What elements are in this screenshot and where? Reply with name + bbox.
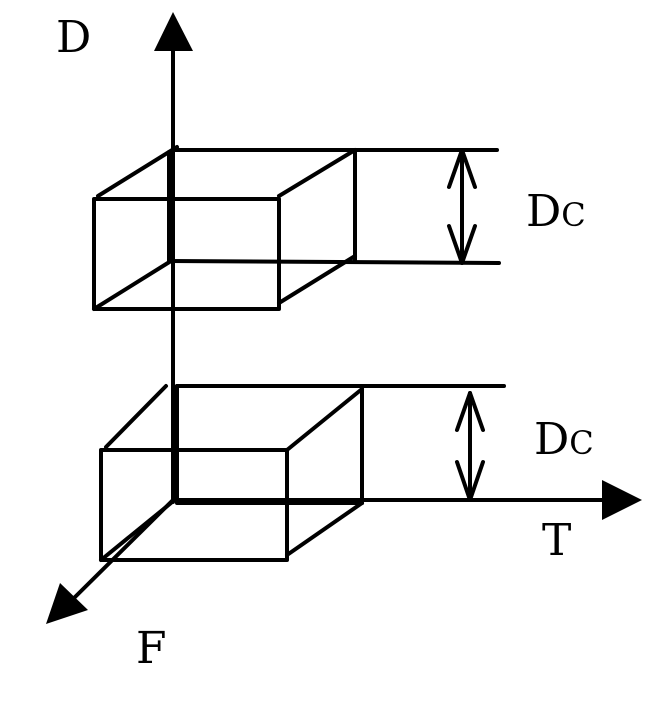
upper-dimension-head-top bbox=[447, 148, 477, 189]
lower-box-edge-bottom-right bbox=[285, 501, 364, 557]
lower-dimension-label: DC bbox=[534, 414, 594, 465]
lower-dimension-head-top bbox=[455, 391, 485, 432]
f-axis-arrowhead bbox=[46, 583, 88, 624]
upper-box-edge-top-left bbox=[96, 145, 179, 198]
lower-dimension-head-bottom bbox=[455, 460, 485, 502]
lower-box-edge-bottom-left bbox=[99, 501, 173, 562]
upper-dimension-label: DC bbox=[526, 186, 586, 237]
upper-box-edge-bottom-left bbox=[92, 259, 173, 311]
t-axis-arrowhead bbox=[602, 480, 642, 520]
upper-dimension-arrow bbox=[447, 148, 477, 265]
upper-box-front-face bbox=[92, 197, 281, 311]
t-axis-label: T bbox=[542, 515, 571, 566]
upper-box-bottom-extension bbox=[167, 259, 501, 265]
d-axis-label: D bbox=[56, 12, 91, 63]
lower-box bbox=[99, 384, 506, 562]
lower-dimension-arrow bbox=[455, 391, 485, 502]
lower-box-edge-top-left bbox=[104, 384, 168, 449]
lower-box-edge-top-right bbox=[285, 387, 364, 452]
d-axis-arrowhead bbox=[154, 12, 193, 51]
upper-box-edge-top-right bbox=[277, 148, 357, 198]
axes bbox=[46, 12, 642, 624]
f-axis-label: F bbox=[136, 623, 167, 674]
upper-dimension-head-bottom bbox=[447, 224, 477, 265]
upper-box bbox=[92, 145, 501, 311]
